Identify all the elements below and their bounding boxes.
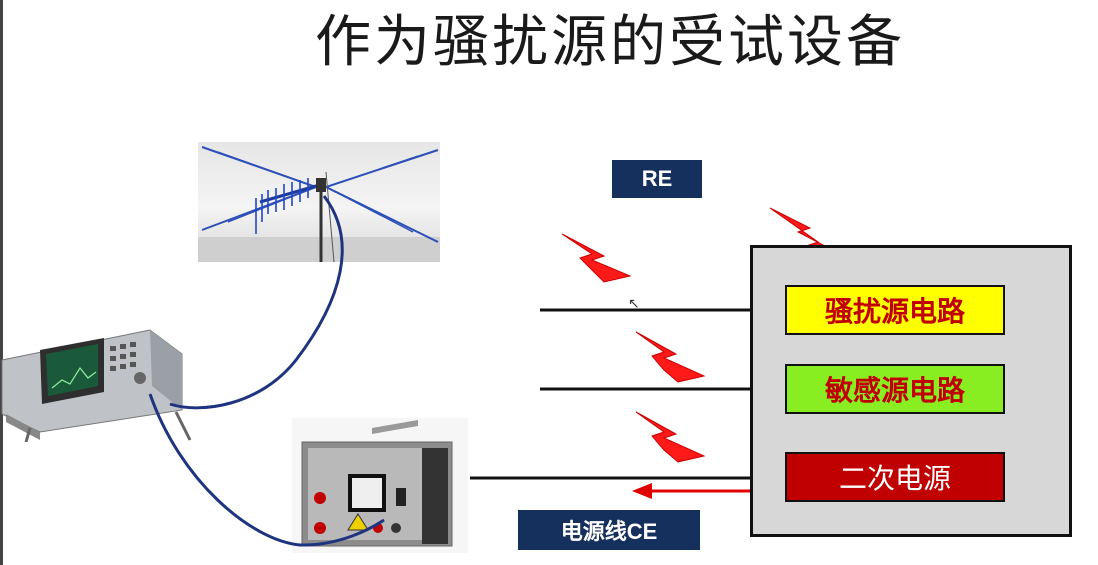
lisn-image	[292, 418, 468, 553]
re-label: RE	[612, 160, 702, 198]
sensitive-circuit: 敏感源电路	[785, 364, 1005, 414]
slide-title: 作为骚扰源的受试设备	[315, 10, 905, 75]
slide-left-border	[0, 0, 3, 565]
mouse-pointer-icon: ↖	[628, 296, 640, 312]
disturbance-source-circuit: 骚扰源电路	[785, 285, 1005, 335]
antenna-image	[198, 142, 440, 262]
ce-label: 电源线CE	[518, 510, 700, 550]
receiver-image	[0, 322, 196, 442]
secondary-power-supply: 二次电源	[785, 452, 1005, 502]
